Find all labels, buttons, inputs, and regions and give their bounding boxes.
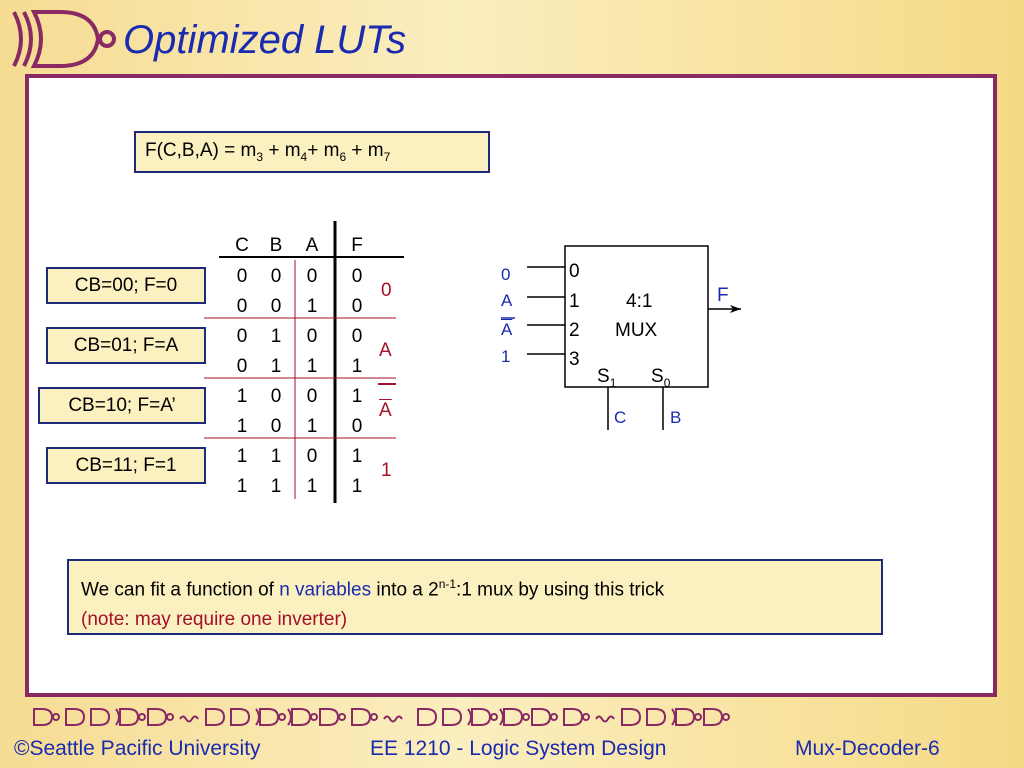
mux-input-0-label: 0 <box>501 265 511 284</box>
table-cell: 1 <box>270 326 282 347</box>
table-cell: 0 <box>351 326 363 347</box>
table-header-f: F <box>351 235 363 256</box>
footer-slide-id: Mux-Decoder-6 <box>795 737 940 760</box>
table-cell: 0 <box>270 386 282 407</box>
formula-lhs: F(C,B,A) = m <box>145 140 257 161</box>
table-cell: 0 <box>306 446 318 467</box>
note-text-3: :1 mux by using this trick <box>456 579 665 601</box>
formula-term-3: + m <box>346 140 384 161</box>
note-box: We can fit a function of n variables int… <box>67 559 883 635</box>
formula-sub-3: 6 <box>339 149 347 164</box>
mux-body <box>564 245 709 388</box>
table-cell: 1 <box>351 446 363 467</box>
truth-table-lines <box>204 221 404 503</box>
table-cell: 0 <box>236 266 248 287</box>
mux-port-0: 0 <box>569 261 580 282</box>
table-cell: 1 <box>306 416 318 437</box>
table-cell: 0 <box>306 326 318 347</box>
nor-gate-logo-icon <box>12 10 116 68</box>
note-exponent: n-1 <box>438 577 457 591</box>
table-cell: 0 <box>270 296 282 317</box>
table-cell: 1 <box>306 356 318 377</box>
content-panel: F(C,B,A) = m3 + m4+ m6 + m7 CB=00; F=0 C… <box>25 74 997 697</box>
case-box-cb01: CB=01; F=A <box>46 327 206 364</box>
table-cell: 0 <box>270 266 282 287</box>
table-cell: 1 <box>236 446 248 467</box>
table-cell: 1 <box>236 476 248 497</box>
mux-input-1-label: A <box>501 291 513 310</box>
table-cell: 0 <box>306 386 318 407</box>
footer-gate-pattern-icon <box>33 708 730 726</box>
formula-box: F(C,B,A) = m3 + m4+ m6 + m7 <box>134 131 490 173</box>
table-header-b: B <box>269 235 283 256</box>
mux-select-s0: S0 <box>651 366 671 390</box>
table-cell: 1 <box>270 446 282 467</box>
group-label-a-bar: A <box>379 400 392 421</box>
table-cell: 0 <box>351 296 363 317</box>
group-label-1: 1 <box>381 460 392 481</box>
table-cell: 0 <box>236 356 248 377</box>
group-label-a: A <box>379 340 392 361</box>
table-header-a: A <box>305 235 319 256</box>
table-cell: 1 <box>306 476 318 497</box>
table-cell: 0 <box>351 416 363 437</box>
table-cell: 1 <box>270 356 282 377</box>
case-box-cb10: CB=10; F=A’ <box>38 387 206 424</box>
table-cell: 1 <box>236 416 248 437</box>
mux-input-3-label: 1 <box>501 347 511 366</box>
table-cell: 1 <box>351 356 363 377</box>
select-signal-b: B <box>670 408 682 427</box>
mux-label-size: 4:1 <box>626 291 653 312</box>
output-arrow-icon <box>730 305 741 313</box>
table-cell: 0 <box>236 296 248 317</box>
table-cell: 1 <box>236 386 248 407</box>
formula-sub-1: 3 <box>256 149 264 164</box>
footer-course: EE 1210 - Logic System Design <box>370 737 667 760</box>
formula-sub-2: 4 <box>300 149 308 164</box>
group-label-0: 0 <box>381 280 392 301</box>
formula-term-1: + m <box>263 140 301 161</box>
table-cell: 1 <box>270 476 282 497</box>
formula-term-2: + m <box>307 140 340 161</box>
table-cell: 0 <box>351 266 363 287</box>
table-cell: 0 <box>236 326 248 347</box>
table-cell: 1 <box>351 386 363 407</box>
table-cell: 1 <box>306 296 318 317</box>
mux-port-3: 3 <box>569 349 580 370</box>
table-cell: 0 <box>270 416 282 437</box>
case-box-cb00: CB=00; F=0 <box>46 267 206 304</box>
mux-diagram <box>501 245 741 430</box>
mux-output-label: F <box>717 285 729 306</box>
mux-input-2-label: A <box>501 320 513 339</box>
mux-port-1: 1 <box>569 291 580 312</box>
select-signal-c: C <box>614 408 627 427</box>
mux-select-s1: S1 <box>597 366 617 390</box>
mux-port-2: 2 <box>569 320 580 341</box>
table-cell: 0 <box>306 266 318 287</box>
note-text-2: into a 2 <box>371 579 439 601</box>
table-header-c: C <box>235 235 249 256</box>
footer-copyright: ©Seattle Pacific University <box>14 737 261 760</box>
formula-sub-4: 7 <box>383 149 391 164</box>
note-text-1: We can fit a function of <box>81 579 280 601</box>
slide-title: Optimized LUTs <box>123 18 407 62</box>
table-cell: 1 <box>351 476 363 497</box>
case-box-cb11: CB=11; F=1 <box>46 447 206 484</box>
mux-label-name: MUX <box>615 320 658 341</box>
note-text-inverter: (note: may require one inverter) <box>81 609 348 631</box>
note-text-highlight: n variables <box>279 579 372 601</box>
